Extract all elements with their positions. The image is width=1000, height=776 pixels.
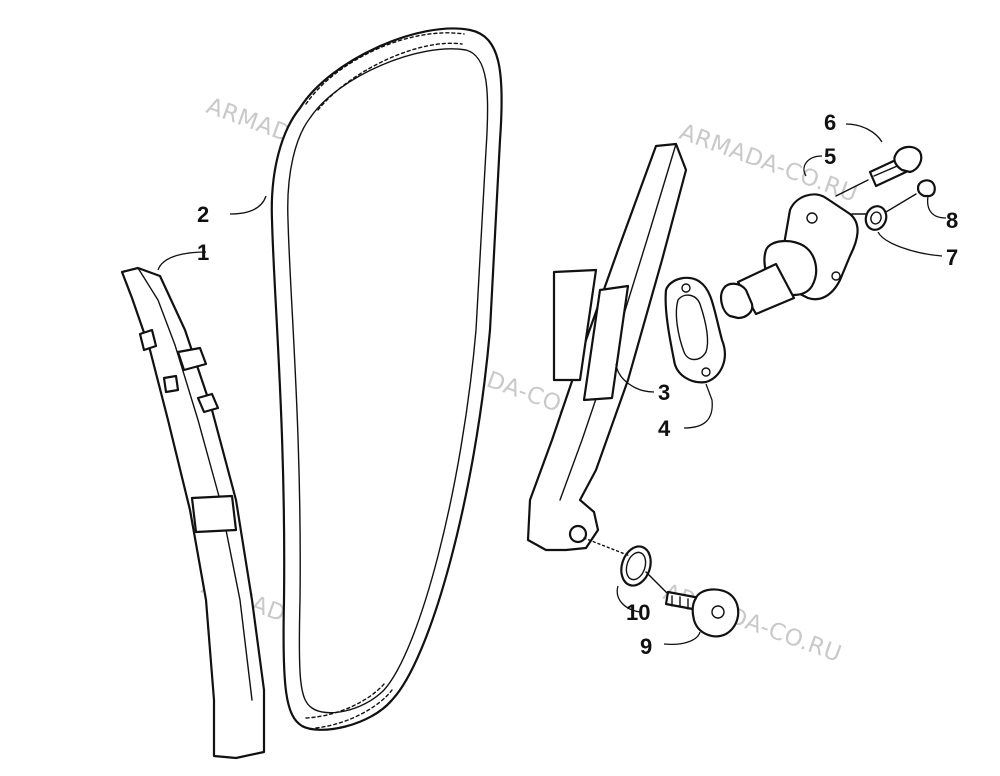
callout-5: 5 (824, 144, 836, 169)
callout-2: 2 (197, 202, 209, 227)
sealing-ring-10 (620, 545, 652, 587)
chain-guide-fixed (120, 266, 266, 760)
tensioner-bolt (868, 145, 923, 188)
leader-lines (157, 123, 947, 646)
callout-4: 4 (658, 416, 671, 441)
callout-3: 3 (658, 380, 670, 405)
watermark-5: ARMADA-CO.RU (660, 579, 845, 668)
chain-guide-tensioner (526, 142, 688, 552)
timing-chain (270, 27, 503, 731)
callout-8: 8 (946, 208, 958, 233)
callout-6: 6 (824, 110, 836, 135)
callout-10: 10 (626, 600, 650, 625)
callout-1: 1 (197, 240, 209, 265)
assembly-axis-lines (583, 179, 917, 595)
callout-7: 7 (946, 245, 958, 270)
chain-tensioner (720, 193, 859, 320)
guide-pivot-hole (568, 524, 588, 544)
callout-9: 9 (640, 634, 652, 659)
guide-pivot-bolt (664, 588, 740, 638)
sealing-washer-7 (864, 205, 888, 231)
tensioner-gasket (664, 276, 726, 384)
callout-labels: 1 2 3 4 5 6 7 8 9 10 (197, 110, 958, 659)
cap-screw (916, 179, 936, 198)
